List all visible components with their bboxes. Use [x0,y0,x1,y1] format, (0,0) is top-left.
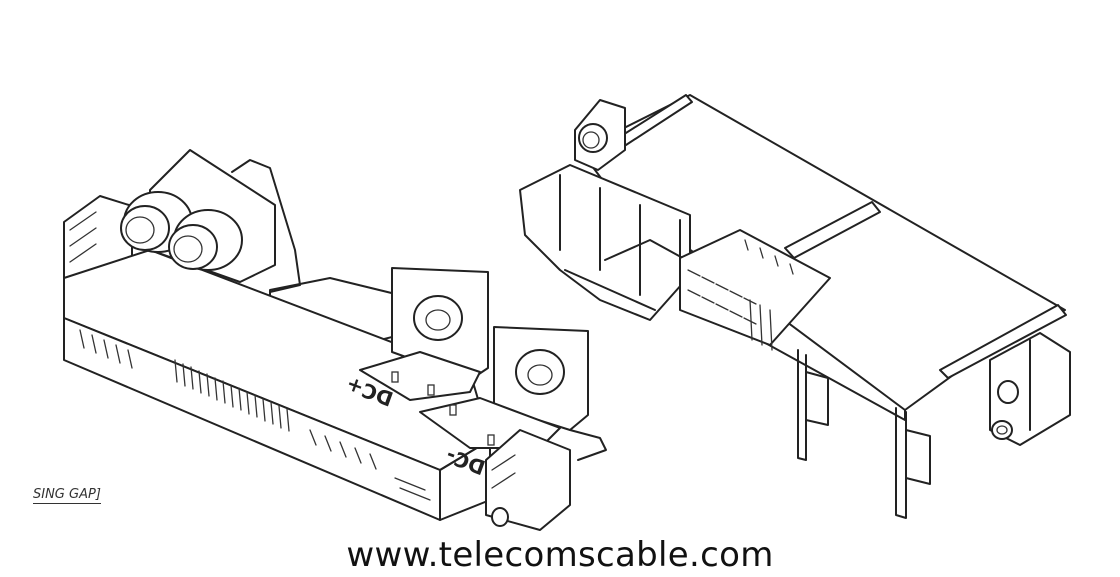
right-connector-right-latch [989,332,1071,446]
dc-plus-terminal [359,267,489,401]
right-connector-left-latch [574,99,626,171]
watermark-text: www.telecomscable.com [346,535,774,575]
rf-jack-2 [168,209,243,271]
left-connector: DC+ DC- [63,149,607,531]
right-connector [519,94,1071,519]
gap-note-label: SING GAP] [33,487,101,504]
